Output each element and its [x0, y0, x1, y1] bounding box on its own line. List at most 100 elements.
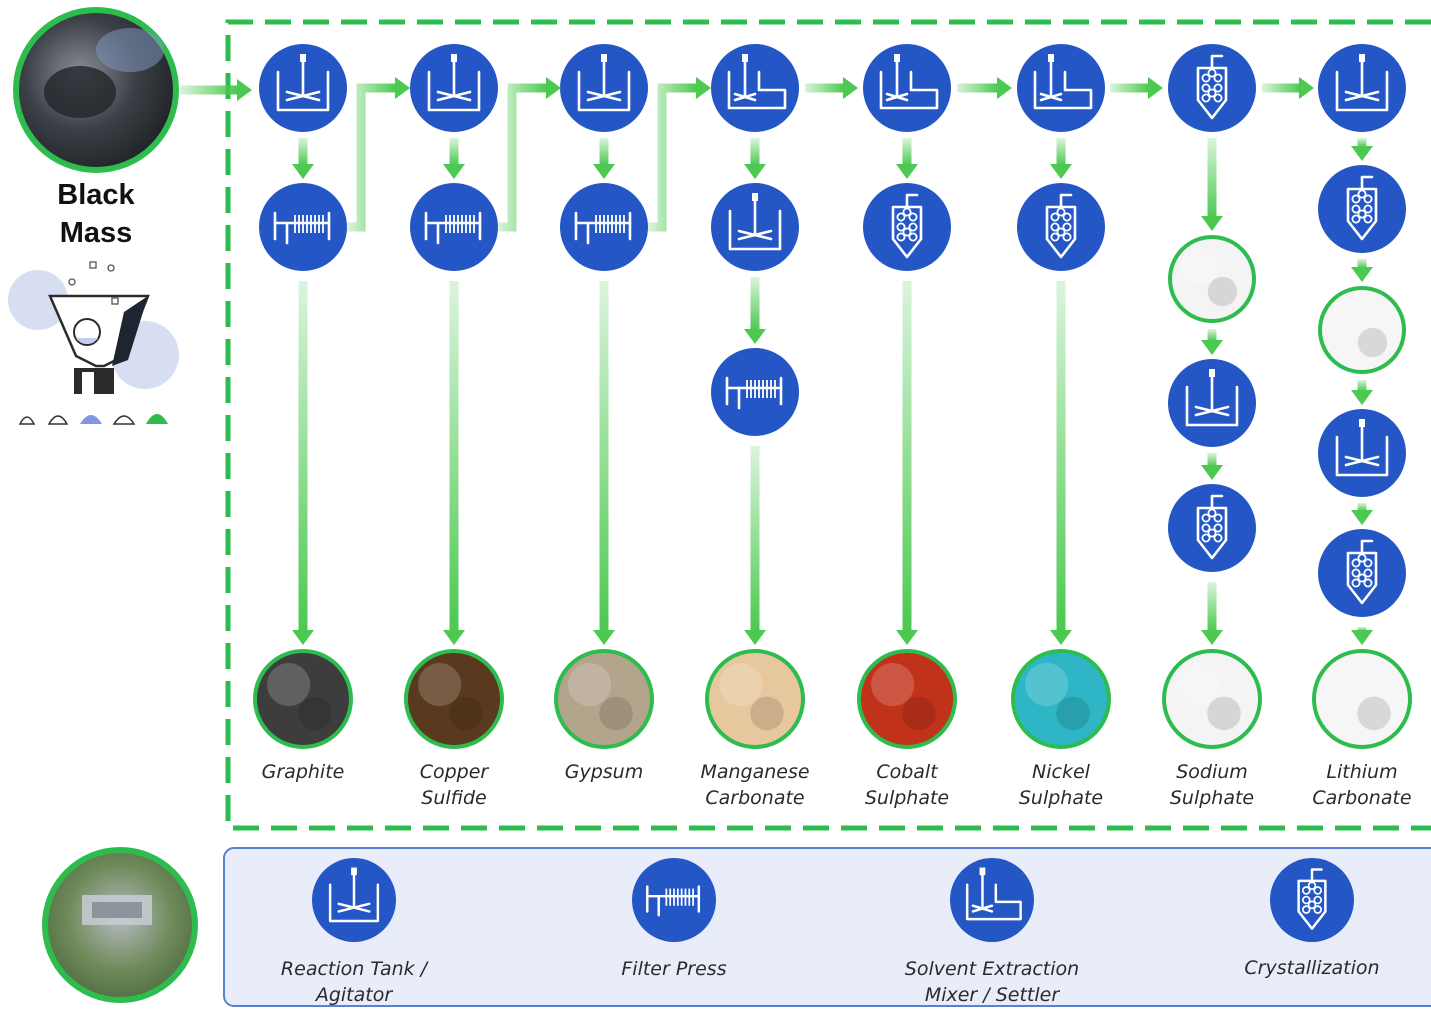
reaction-tank-icon [312, 858, 396, 942]
legend-label: Filter Press [621, 958, 726, 980]
plant-aerial-photo [42, 847, 198, 1003]
solvent-extraction-icon [863, 44, 951, 132]
legend-item: Crystallization [1244, 858, 1380, 979]
flow-arrow [1050, 281, 1072, 645]
crystallization-icon [1017, 183, 1105, 271]
flow-arrow [744, 277, 766, 344]
reaction-tank-icon [1318, 44, 1406, 132]
product-sample [1312, 649, 1412, 749]
product-sample [857, 649, 957, 749]
flow-arrow [347, 77, 410, 232]
product-label: Sulphate [865, 787, 949, 809]
product-sample [1162, 649, 1262, 749]
shredder-icon [8, 261, 179, 425]
filter-press-icon [410, 183, 498, 271]
flow-arrow [498, 77, 561, 232]
product-sample [1011, 649, 1111, 749]
filter-press-icon [259, 183, 347, 271]
product-label: Sodium [1176, 761, 1248, 783]
flow-arrow [896, 138, 918, 179]
flow-arrow [648, 77, 711, 232]
flow-arrow [180, 79, 252, 101]
reaction-tank-icon [1318, 409, 1406, 497]
legend-panel [223, 847, 1431, 1007]
flow-arrow [1351, 380, 1373, 405]
process-column: Gypsum [554, 44, 654, 783]
legend-label: Agitator [314, 984, 394, 1006]
crystallization-icon [1168, 44, 1256, 132]
legend-label: Mixer / Settler [925, 984, 1061, 1006]
product-label: Cobalt [876, 761, 939, 783]
flow-arrow [1110, 77, 1163, 99]
flow-arrow [1262, 77, 1314, 99]
reaction-tank-icon [1168, 359, 1256, 447]
legend-label: Solvent Extraction [905, 958, 1079, 980]
flow-arrow [1351, 259, 1373, 282]
product-label: Graphite [262, 761, 345, 783]
product-label: Carbonate [1312, 787, 1411, 809]
crystallization-icon [863, 183, 951, 271]
filter-press-icon [632, 858, 716, 942]
reaction-tank-icon [711, 183, 799, 271]
solvent-extraction-icon [1017, 44, 1105, 132]
flow-arrow [593, 138, 615, 179]
flow-arrow [593, 281, 615, 645]
product-sample [554, 649, 654, 749]
flow-arrow [1351, 138, 1373, 161]
crystallization-icon [1318, 165, 1406, 253]
crystallization-icon [1318, 529, 1406, 617]
black-mass-title-line1: Black [57, 179, 135, 211]
flow-arrow [443, 281, 465, 645]
legend-item: Filter Press [621, 858, 727, 980]
reaction-tank-icon [259, 44, 347, 132]
legend-label: Crystallization [1244, 957, 1379, 979]
product-label: Nickel [1032, 761, 1091, 783]
black-mass-source: Black Mass [8, 7, 179, 425]
black-mass-title-line2: Mass [60, 217, 133, 249]
legend: Reaction Tank / Agitator Filter Press Solve… [281, 858, 1380, 1006]
product-label: Manganese [700, 761, 809, 783]
flow-arrow [744, 446, 766, 645]
process-column: Graphite [253, 44, 353, 783]
flow-arrow [1201, 453, 1223, 480]
flow-arrow [896, 281, 918, 645]
product-sample [253, 649, 353, 749]
flow-arrow [1201, 138, 1223, 231]
product-label: Carbonate [705, 787, 804, 809]
flow-arrow [1201, 582, 1223, 645]
solvent-extraction-icon [711, 44, 799, 132]
flow-arrow [744, 138, 766, 179]
flow-arrow [1351, 627, 1373, 645]
product-label: Lithium [1326, 761, 1397, 783]
reaction-tank-icon [410, 44, 498, 132]
crystallization-icon [1168, 484, 1256, 572]
filter-press-icon [560, 183, 648, 271]
product-sample [705, 649, 805, 749]
legend-label: Reaction Tank / [281, 958, 430, 980]
product-sample [404, 649, 504, 749]
product-label: Gypsum [565, 761, 643, 783]
crystallization-icon [1270, 858, 1354, 942]
process-boundary [225, 19, 1431, 831]
flow-arrow [957, 77, 1012, 99]
product-label: Sulphate [1019, 787, 1103, 809]
reaction-tank-icon [560, 44, 648, 132]
flow-arrow [1050, 138, 1072, 179]
product-label: Sulfide [421, 787, 486, 809]
product-label: Sulphate [1170, 787, 1254, 809]
flow-arrow [292, 281, 314, 645]
flow-arrow [805, 77, 858, 99]
product-sample [1318, 286, 1406, 374]
legend-item: Reaction Tank / Agitator [281, 858, 430, 1006]
product-label: Copper [420, 761, 490, 783]
flow-arrow [292, 138, 314, 179]
